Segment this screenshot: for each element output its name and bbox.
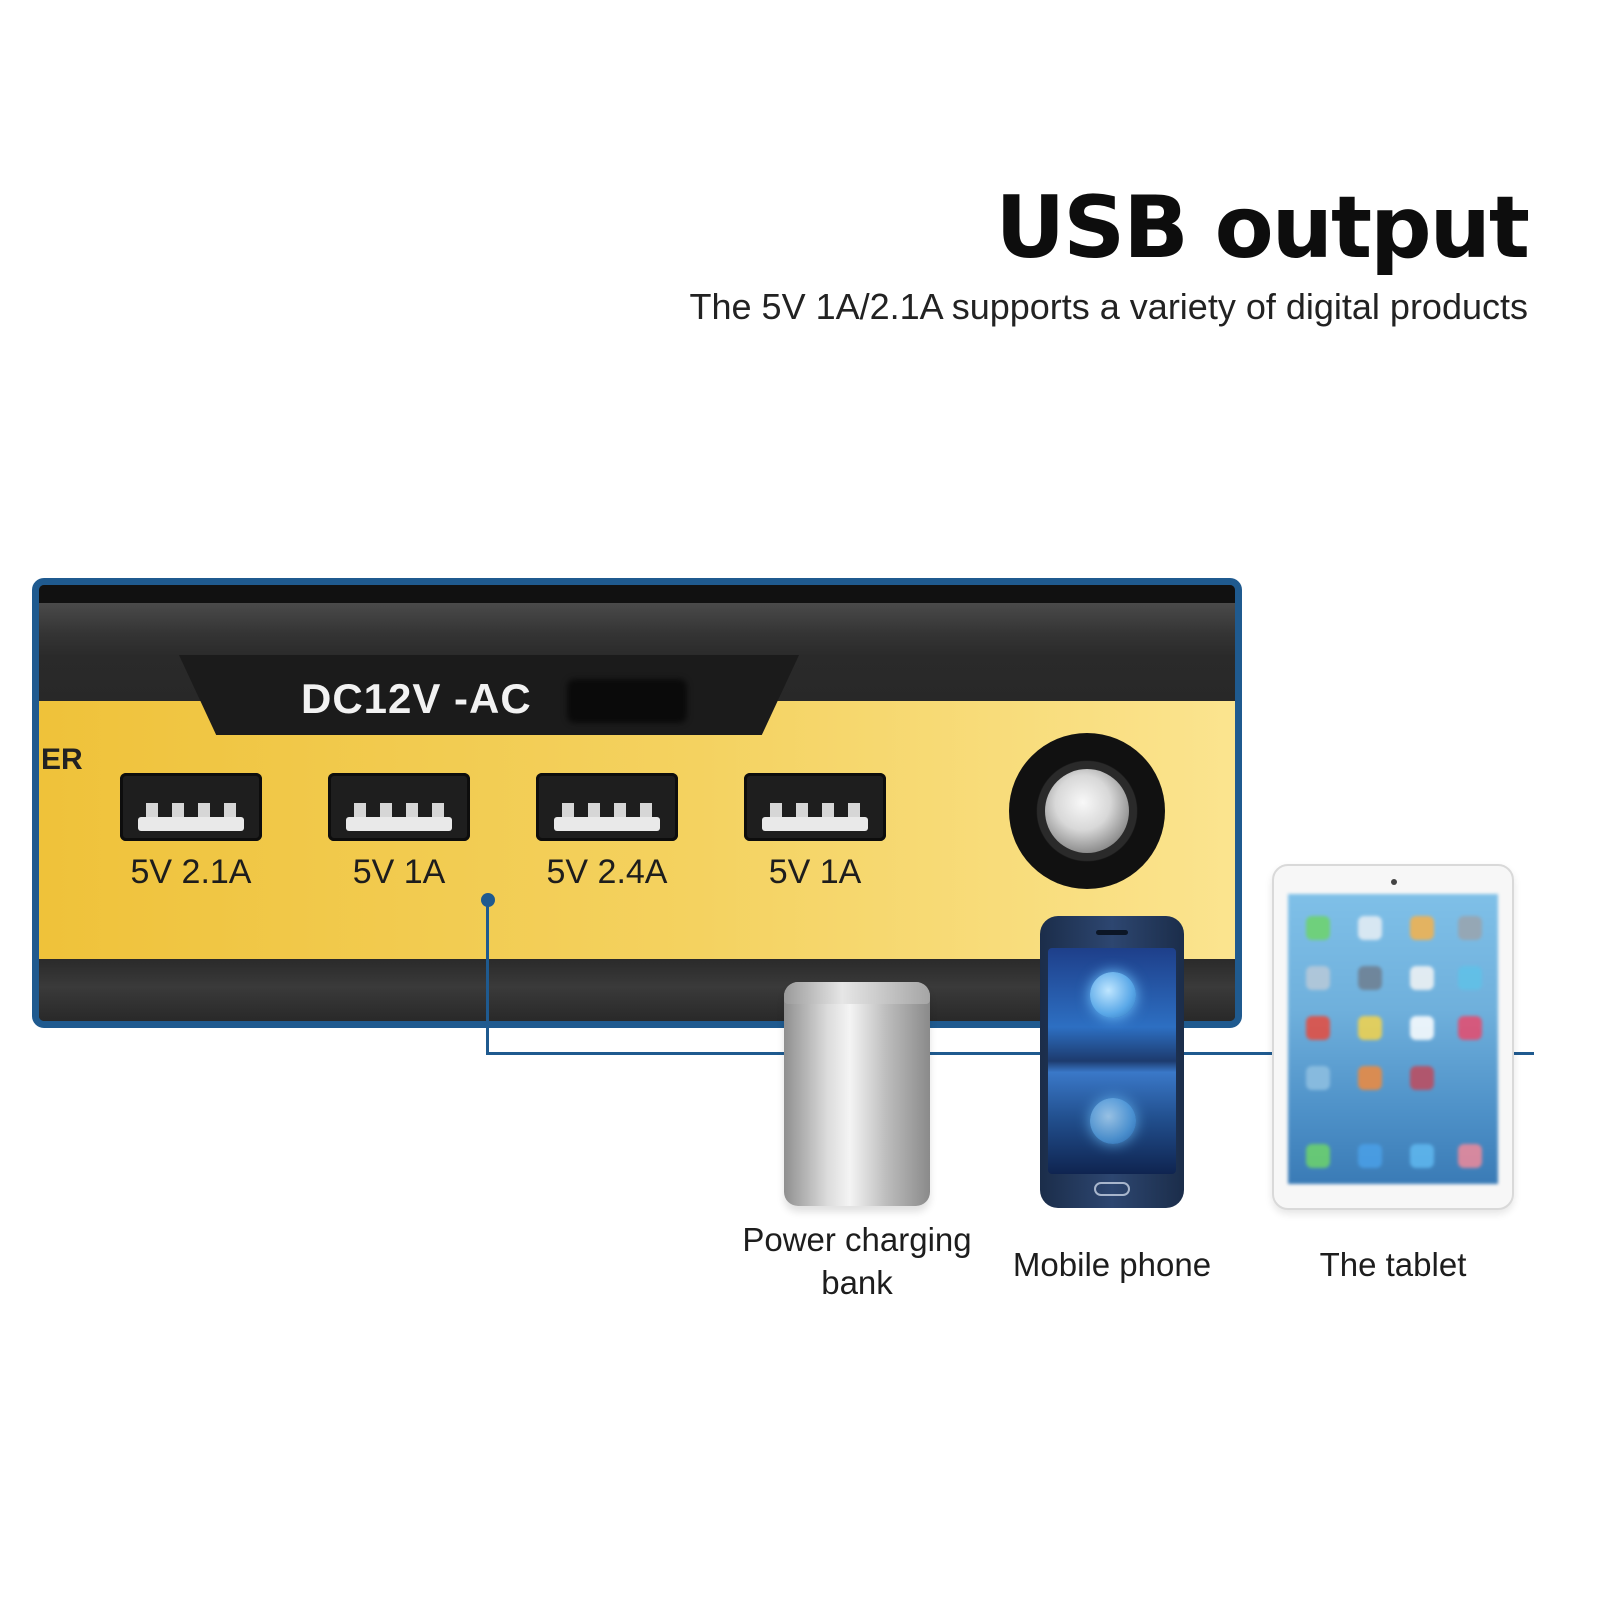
tablet-label: The tablet [1319,1246,1467,1283]
tablet-screen [1288,894,1498,1184]
panel-top-strip [39,585,1235,603]
model-label: DC12V -AC [301,675,532,722]
power-bank-label: Power charging bank [727,1218,987,1304]
mobile-phone-label: Mobile phone [1012,1246,1212,1283]
usb-port-icon [536,773,678,841]
usb-port-label-3: 5V 2.4A [546,853,668,891]
connector-line-horizontal [486,1052,1534,1055]
left-edge-label: ER [41,743,83,776]
power-bank-image [784,982,930,1206]
connector-line-vertical [486,900,489,1055]
page-subtitle: The 5V 1A/2.1A supports a variety of dig… [689,286,1528,327]
page-title: USB output [995,178,1530,278]
panel-label-tab [179,655,799,735]
usb-port-label-2: 5V 1A [352,853,446,891]
mobile-phone-image [1040,916,1184,1208]
power-socket-icon [1009,733,1165,889]
inverter-front-panel: DC12V -AC ER 5V 2.1A 5V 1A 5V 2.4A 5V 1A [32,578,1242,1028]
panel-bottom-strip [39,959,1235,1021]
power-bank-label-line1: Power charging [742,1221,972,1258]
usb-port-label-4: 5V 1A [768,853,862,891]
usb-port-icon [120,773,262,841]
power-bank-label-line2: bank [821,1264,893,1301]
usb-port-icon [744,773,886,841]
usb-port-label-1: 5V 2.1A [130,853,252,891]
usb-port-icon [328,773,470,841]
model-label-redaction [567,679,687,723]
panel-top-highlight [39,603,1235,655]
tablet-image [1272,864,1514,1210]
